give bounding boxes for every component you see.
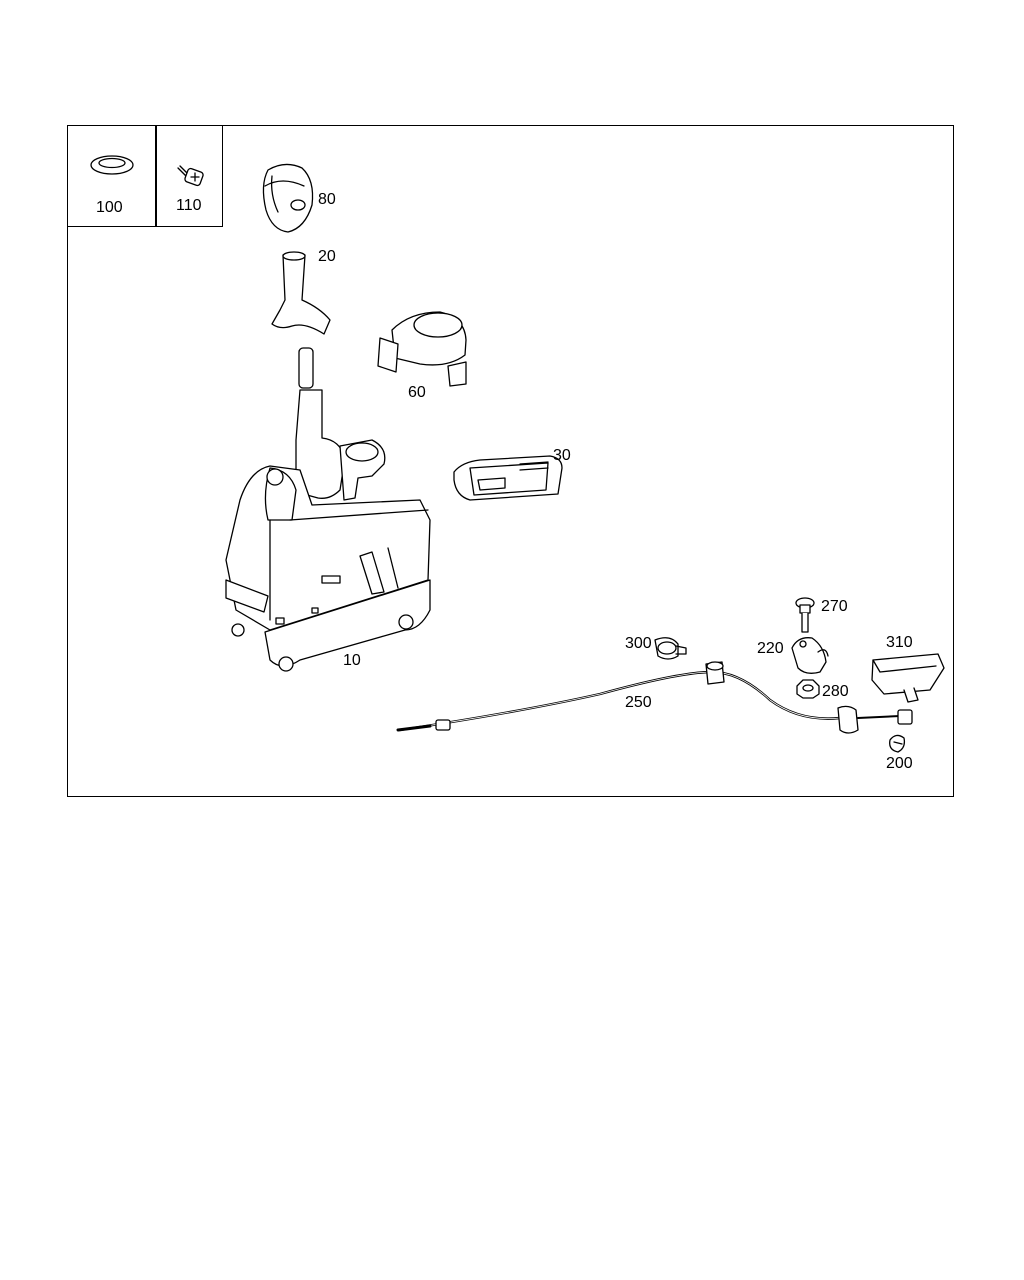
callout-60: 60 [408,384,426,401]
clamp-part [654,637,687,660]
shift-boot-part [271,251,331,335]
shifter-housing-part [225,347,431,672]
nut-part [796,679,820,699]
callout-20: 20 [318,248,336,265]
callout-200: 200 [886,755,913,772]
callout-10: 10 [343,652,361,669]
shift-gate-cover-part [453,455,563,501]
callout-110: 110 [176,197,202,214]
callout-300: 300 [625,635,652,652]
selector-module-part [377,311,467,387]
diagram-frame [67,125,954,797]
callout-220: 220 [757,640,784,657]
cover-plate-part [871,653,945,703]
callout-80: 80 [318,191,336,208]
callout-280: 280 [822,683,849,700]
inset-box-100 [67,125,157,227]
callout-310: 310 [886,634,913,651]
shift-cable-part [396,661,913,734]
bracket-part [791,637,829,674]
clip-part [889,734,906,753]
callout-100: 100 [96,199,123,216]
callout-270: 270 [821,598,848,615]
screw-part [177,165,204,187]
bolt-part [795,597,815,633]
callout-250: 250 [625,694,652,711]
shift-knob-part [262,163,314,233]
ring-grommet-part [90,155,134,175]
callout-30: 30 [553,447,571,464]
inset-box-110 [155,125,223,227]
